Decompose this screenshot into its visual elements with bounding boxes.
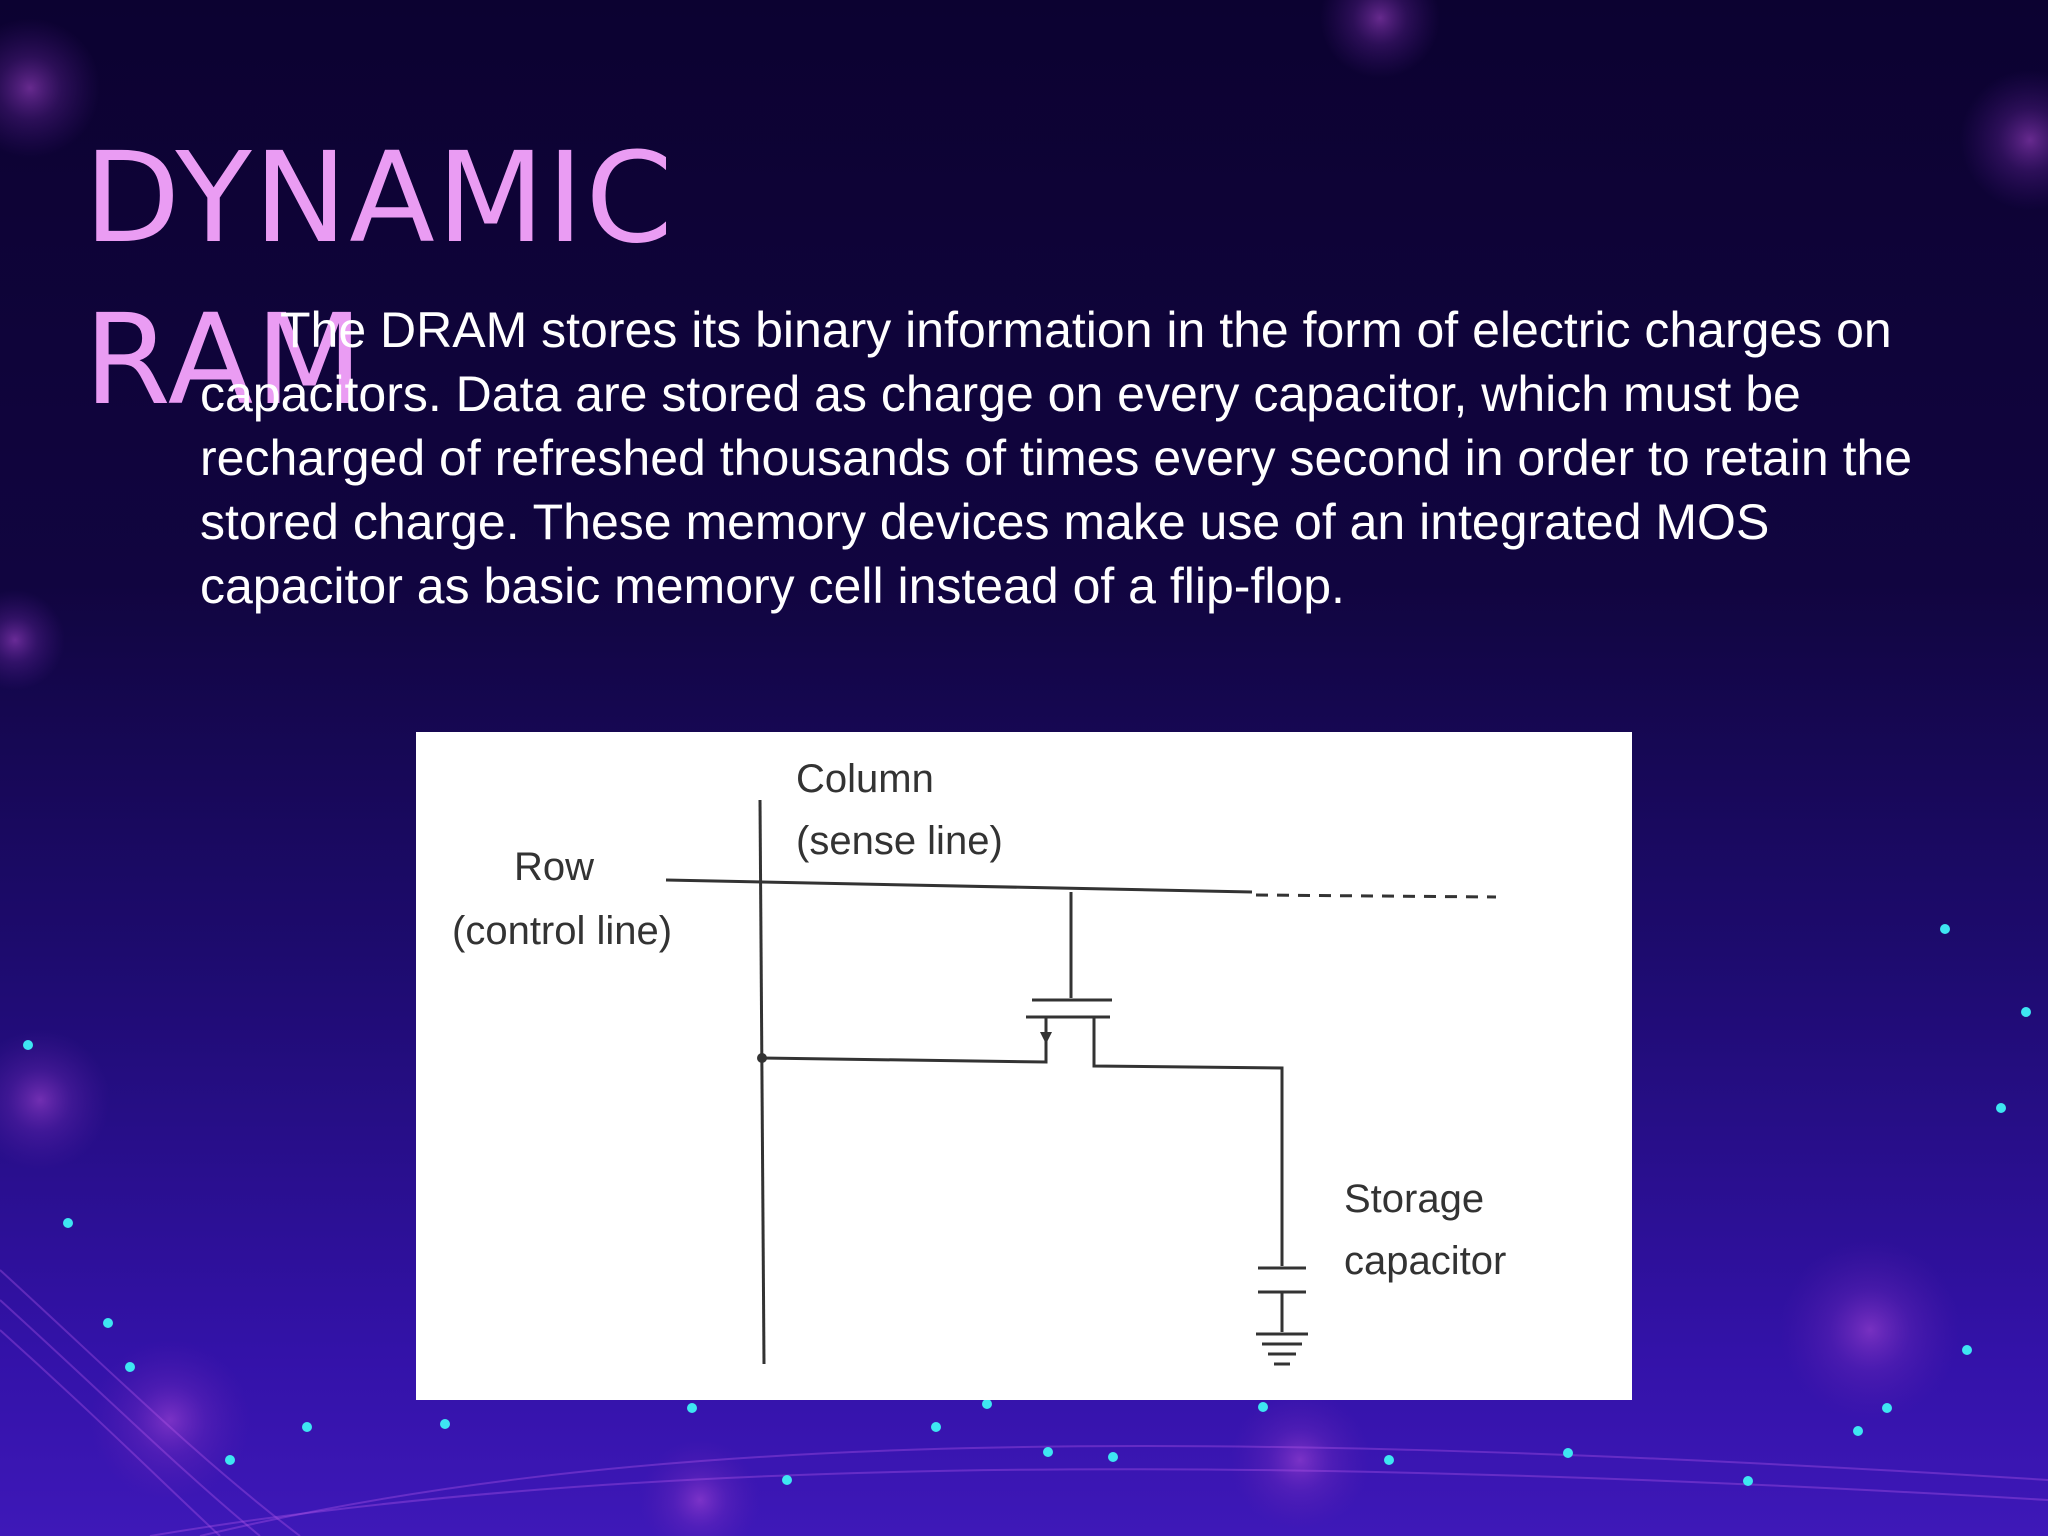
column-sublabel: (sense line) xyxy=(796,819,1003,863)
neon-lines xyxy=(27,929,2027,1536)
junction-dot xyxy=(757,1053,767,1063)
dram-cell-diagram: Column (sense line) Row (control line) S… xyxy=(416,732,1632,1400)
transistor-source xyxy=(759,1017,1048,1064)
slide-title-line-2: RAM xyxy=(84,288,366,433)
transistor-arrow xyxy=(1040,1032,1052,1044)
capacitor-label: Storage xyxy=(1344,1177,1484,1221)
dram-cell-circuit: Column (sense line) Row (control line) S… xyxy=(452,757,1506,1366)
slide-title: DYNAMIC RAM xyxy=(84,118,844,442)
slide-body-text: The DRAM stores its binary information i… xyxy=(200,302,1913,614)
row-label: Row xyxy=(514,845,594,889)
column-label: Column xyxy=(796,757,934,801)
wave-lines xyxy=(0,1269,2048,1536)
neon-dots xyxy=(23,924,2031,1486)
column-sense-line xyxy=(758,799,766,1365)
slide-title-line-1: DYNAMIC xyxy=(84,126,675,271)
row-line-dashed xyxy=(1255,893,1497,899)
row-sublabel: (control line) xyxy=(452,909,672,953)
capacitor-sublabel: capacitor xyxy=(1344,1239,1506,1283)
transistor-drain xyxy=(1092,1017,1284,1266)
row-control-line xyxy=(665,878,1253,894)
